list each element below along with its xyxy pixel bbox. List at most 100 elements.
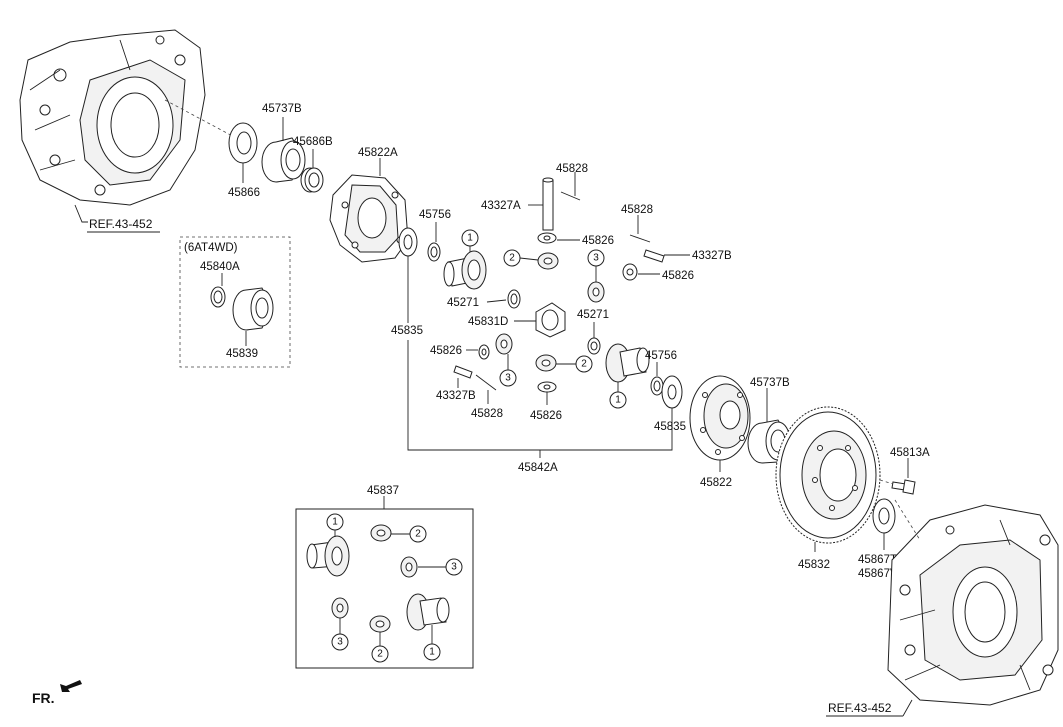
kit-side-gear-top-left: [306, 535, 350, 577]
side-gear-right: [605, 343, 650, 383]
pinion-gear-right: [587, 281, 605, 303]
label-45867T: 45867T: [858, 554, 897, 566]
kit-callout-1-b-text: 1: [429, 647, 435, 658]
pin-45828-top: [560, 191, 581, 201]
washer-45271-left: [507, 289, 521, 309]
oil-seal-45686B: [300, 167, 324, 193]
label-45832: 45832: [798, 559, 830, 571]
kit-callout-2-a: [409, 525, 427, 543]
kit-callout-3-a-text: 3: [451, 562, 457, 573]
pin-45828-right: [629, 234, 651, 243]
label-45826-right: 45826: [662, 270, 694, 282]
front-arrow-icon: [60, 680, 82, 692]
washer-45826-mid: [478, 344, 490, 360]
label-45756-top: 45756: [419, 209, 451, 221]
label-43327A: 43327A: [481, 200, 521, 212]
seal-45839: [232, 287, 274, 331]
kit-side-gear-bottom-right: [406, 593, 450, 631]
ref-label-top: REF.43-452: [89, 217, 153, 231]
kit-callout-2-b: [371, 645, 389, 663]
spider-45831D: [535, 302, 566, 338]
label-43327B-left: 43327B: [436, 390, 476, 402]
shim-45867: [872, 498, 896, 534]
thrust-washer-45835-right: [661, 375, 683, 409]
label-45867V: 45867V: [858, 568, 898, 580]
pinion-gear-bottom: [535, 354, 557, 372]
kit-callout-1-b: [423, 643, 441, 661]
kit-callout-3-a: [445, 558, 463, 576]
callout-1-top: [461, 229, 479, 247]
label-45837: 45837: [367, 485, 399, 497]
washer-45826-right: [622, 263, 638, 281]
leader-case-top: [164, 99, 241, 141]
label-45826-bottom: 45826: [530, 410, 562, 422]
kit-callout-1-a-text: 1: [332, 517, 338, 528]
callout-1-right: [609, 391, 627, 409]
label-45828-bottom: 45828: [471, 408, 503, 420]
snap-ring-45840A: [210, 286, 226, 308]
label-45839: 45839: [226, 348, 258, 360]
option-box-6AT4WD: [179, 236, 291, 368]
label-45831D: 45831D: [468, 316, 508, 328]
differential-case-45822A: [329, 174, 409, 263]
label-45271-left: 45271: [447, 297, 479, 309]
pinion-gear-left: [495, 333, 513, 355]
snap-ring-45756-top: [427, 242, 441, 262]
callout-3-right: [587, 249, 605, 267]
kit-box-45837: [295, 508, 474, 669]
washer-45271-right: [587, 337, 601, 355]
transmission-case-top-left: [19, 29, 206, 206]
callout-2-bottom-text: 2: [581, 359, 587, 370]
bolt-45813A: [891, 479, 916, 495]
label-6AT4WD: (6AT4WD): [184, 242, 238, 254]
kit-pinion-top: [370, 524, 392, 542]
label-45826-a: 45826: [582, 235, 614, 247]
label-45822: 45822: [700, 477, 732, 489]
label-45828-right: 45828: [621, 204, 653, 216]
callout-1-right-text: 1: [615, 395, 621, 406]
callout-2-bottom: [575, 355, 593, 373]
pin-45828-bottom: [475, 374, 497, 391]
differential-case-45822: [689, 375, 751, 461]
label-45813A: 45813A: [890, 447, 930, 459]
snap-ring-45756-right: [650, 376, 664, 396]
washer-45826-bottom: [537, 381, 557, 393]
label-45271-right: 45271: [577, 309, 609, 321]
label-45686B: 45686B: [293, 136, 333, 148]
kit-pinion-bottom: [369, 615, 391, 633]
thrust-washer-45835-left: [398, 227, 418, 257]
pinion-shaft-43327A: [542, 177, 554, 231]
side-gear-top: [443, 250, 487, 290]
kit-callout-3-b-text: 3: [337, 637, 343, 648]
label-45826-mid: 45826: [430, 345, 462, 357]
label-45866: 45866: [228, 187, 260, 199]
transmission-case-bottom-right: [887, 504, 1059, 706]
bearing-45737B-top: [261, 137, 306, 183]
kit-callout-2-b-text: 2: [377, 649, 383, 660]
label-45835-left: 45835: [391, 325, 423, 337]
kit-pinion-left: [331, 597, 349, 619]
kit-callout-3-b: [331, 633, 349, 651]
callout-3-left-text: 3: [505, 373, 511, 384]
kit-callout-1-a: [326, 513, 344, 531]
ref-label-bottom: REF.43-452: [828, 701, 892, 715]
kit-callout-2-a-text: 2: [415, 529, 421, 540]
callout-2-top: [503, 249, 521, 267]
callout-1-top-text: 1: [467, 233, 473, 244]
label-43327B-right: 43327B: [692, 250, 732, 262]
label-45756-right: 45756: [645, 350, 677, 362]
callout-3-right-text: 3: [593, 253, 599, 264]
label-45828-top: 45828: [556, 163, 588, 175]
shaft-43327B-right: [643, 249, 665, 263]
washer-45826-a: [537, 232, 557, 244]
label-45840A: 45840A: [200, 261, 240, 273]
label-45737B-right: 45737B: [750, 377, 790, 389]
label-45835-right: 45835: [654, 421, 686, 433]
thrust-washer-45866: [228, 122, 258, 164]
kit-pinion-right: [400, 556, 418, 578]
ring-gear-45832: [775, 406, 881, 544]
label-45842A: 45842A: [518, 462, 558, 474]
callout-2-top-text: 2: [509, 253, 515, 264]
label-45737B-top: 45737B: [262, 103, 302, 115]
